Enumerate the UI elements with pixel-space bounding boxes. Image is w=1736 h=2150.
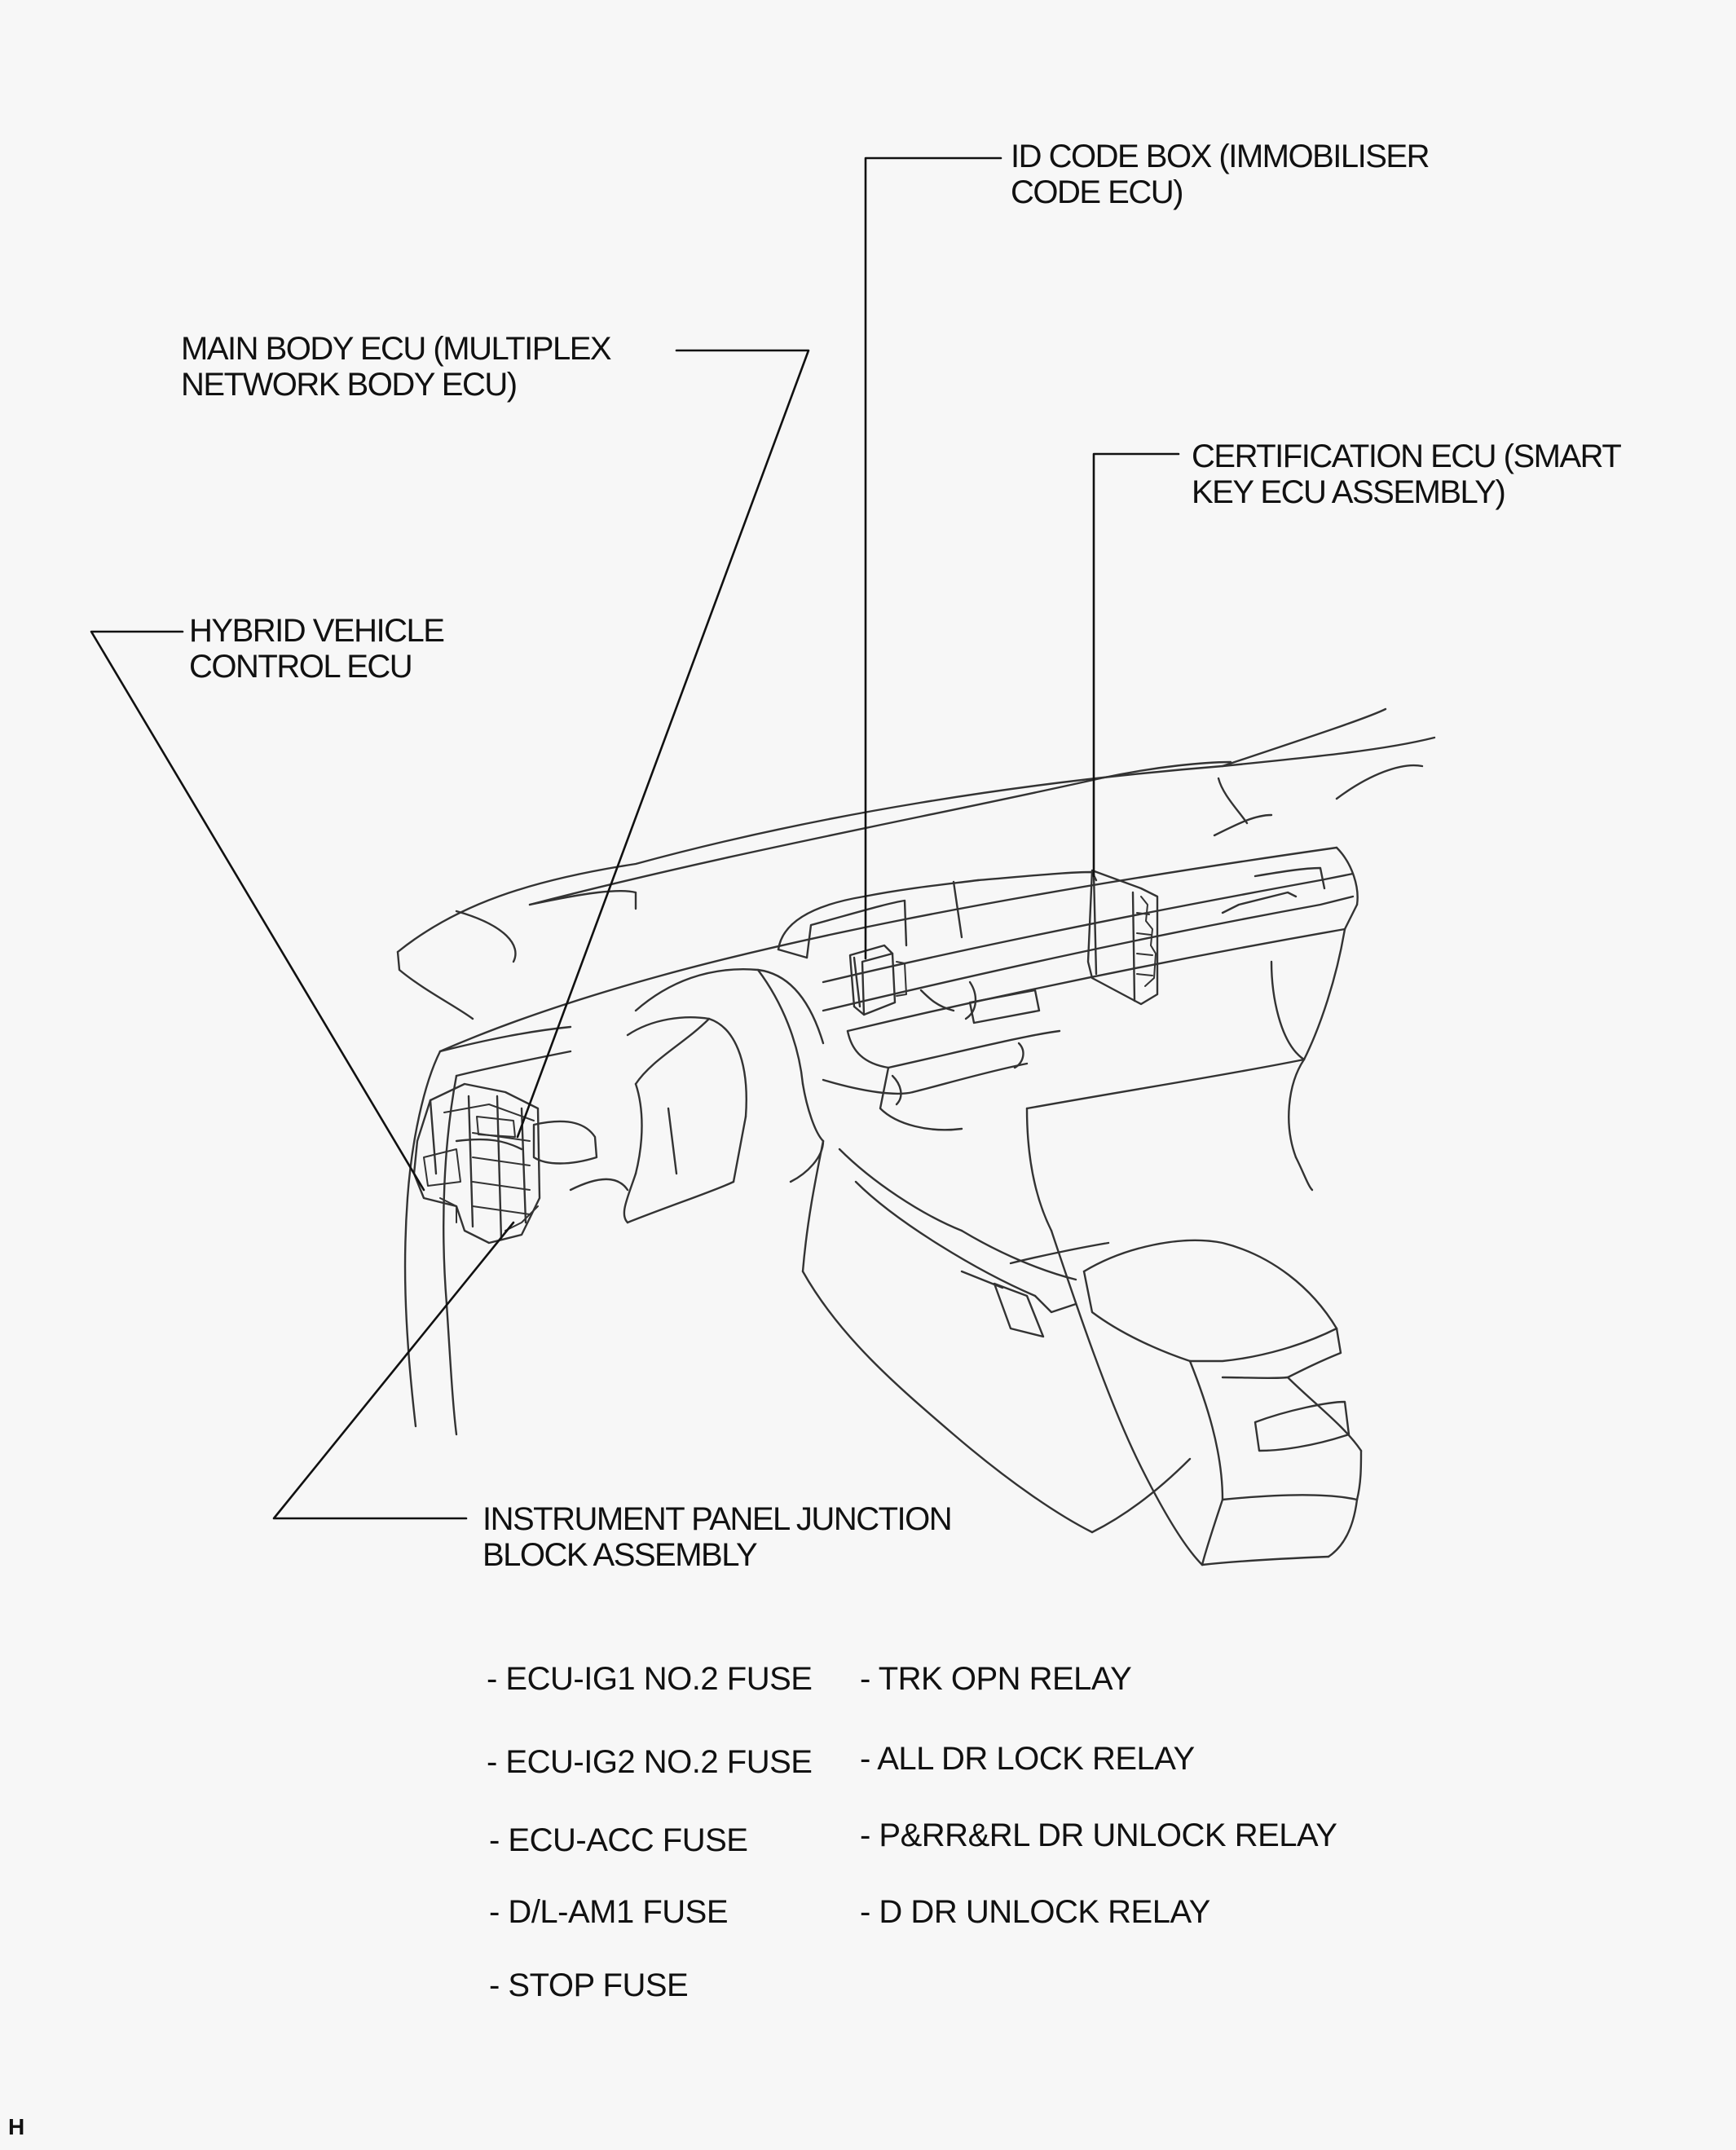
leader-hybrid-ecu — [90, 630, 425, 1192]
id-code-box-line1: ID CODE BOX (IMMOBILISER — [1011, 139, 1430, 174]
certification-ecu-line1: CERTIFICATION ECU (SMART — [1192, 438, 1622, 474]
fuse-item: - D/L-AM1 FUSE — [489, 1894, 729, 1930]
hybrid-vehicle-ecu-line1: HYBRID VEHICLE — [189, 613, 445, 649]
main-body-ecu-line1: MAIN BODY ECU (MULTIPLEX — [181, 331, 612, 367]
fuse-item: - ECU-IG1 NO.2 FUSE — [487, 1661, 813, 1697]
leader-certification-ecu — [1092, 452, 1180, 878]
relay-item: - D DR UNLOCK RELAY — [860, 1894, 1210, 1930]
instrument-panel-jb-line1: INSTRUMENT PANEL JUNCTION — [482, 1501, 953, 1537]
dashboard-outline — [396, 707, 1436, 1566]
hybrid-vehicle-ecu-line2: CONTROL ECU — [189, 649, 413, 685]
fuse-item: - STOP FUSE — [489, 1967, 689, 2003]
leader-id-code-box — [864, 156, 1002, 960]
id-code-box-label: ID CODE BOX (IMMOBILISER CODE ECU) — [1011, 139, 1430, 210]
main-body-ecu-label: MAIN BODY ECU (MULTIPLEX NETWORK BODY EC… — [181, 331, 612, 403]
hybrid-vehicle-ecu-label: HYBRID VEHICLE CONTROL ECU — [189, 613, 445, 685]
relay-item: - TRK OPN RELAY — [860, 1661, 1132, 1697]
relay-item: - P&RR&RL DR UNLOCK RELAY — [860, 1817, 1337, 1853]
certification-ecu-line2: KEY ECU ASSEMBLY) — [1192, 474, 1506, 510]
leader-instrument-panel-jb — [272, 1221, 515, 1520]
instrument-panel-jb-label: INSTRUMENT PANEL JUNCTION BLOCK ASSEMBLY — [482, 1501, 953, 1573]
relay-item: - ALL DR LOCK RELAY — [860, 1741, 1195, 1777]
fuse-item: - ECU-IG2 NO.2 FUSE — [487, 1744, 813, 1780]
main-body-ecu-line2: NETWORK BODY ECU) — [181, 367, 518, 403]
corner-mark: H — [8, 2114, 25, 2139]
id-code-box-line2: CODE ECU) — [1011, 174, 1183, 210]
leader-main-body-ecu — [516, 349, 810, 1139]
instrument-panel-jb-line2: BLOCK ASSEMBLY — [482, 1537, 758, 1573]
certification-ecu-label: CERTIFICATION ECU (SMART KEY ECU ASSEMBL… — [1192, 438, 1622, 510]
fuse-item: - ECU-ACC FUSE — [489, 1822, 748, 1858]
leader-lines — [90, 156, 1180, 1520]
